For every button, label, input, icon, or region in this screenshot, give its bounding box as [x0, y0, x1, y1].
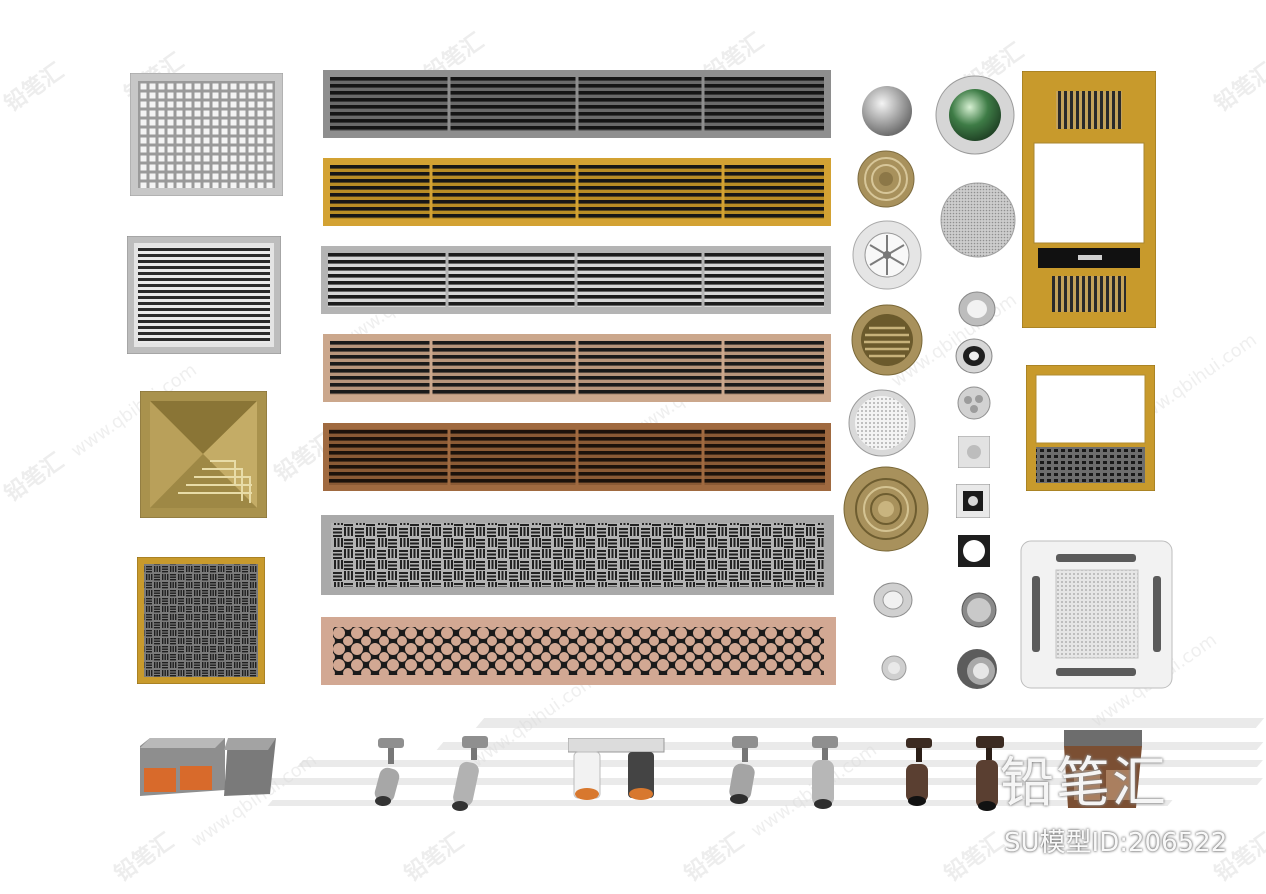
eggcrate-grille-silver: [130, 73, 283, 196]
double-grille-spotlight-orange: [140, 738, 276, 796]
round-dome-diffuser-silver: [862, 86, 912, 136]
square-downlight-white: [958, 436, 990, 468]
watermark-text: 铅笔汇: [0, 448, 69, 508]
round-tiny-vent: [881, 655, 907, 681]
round-mesh-diffuser-silver: [940, 182, 1016, 258]
round-downlight-dark: [961, 592, 997, 628]
square-downlight-black: [956, 484, 990, 518]
downlight-black-trim: [955, 338, 993, 374]
watermark-text: 铅笔汇: [110, 828, 179, 888]
bath-heater-panel-gold: [1022, 71, 1156, 328]
linear-slot-grille-gold: [323, 158, 831, 226]
linear-slot-grille-dark-gray: [323, 70, 831, 138]
linear-slot-grille-brown: [323, 423, 831, 491]
square-downlight-black-frame: [958, 535, 990, 567]
grille-spotlight-brown: [1064, 730, 1142, 808]
model-id-label: SU模型ID:206522: [1004, 828, 1228, 858]
brand-logo-text: 铅笔汇: [1000, 751, 1168, 814]
square-ceiling-diffuser-bronze: [140, 391, 267, 518]
triple-spot-downlight: [957, 386, 991, 420]
track-spotlight-silver-long: [452, 736, 488, 811]
round-glass-diffuser-green: [935, 75, 1015, 155]
track-spotlight-silver: [374, 738, 404, 806]
watermark-text: 铅笔汇: [680, 828, 749, 888]
watermark-text: 铅笔汇: [0, 58, 69, 118]
track-spotlight-brown-short: [906, 738, 932, 806]
basketweave-grille-gold: [137, 557, 265, 684]
watermark-text: 铅笔汇: [940, 828, 1009, 888]
cylinder-downlight-dark: [957, 649, 997, 689]
bath-heater-light-panel-gold: [1026, 365, 1155, 491]
round-ring-diffuser-bronze: [857, 150, 915, 208]
linear-slot-grille-silver: [321, 246, 831, 314]
downlight-ring-silver: [958, 291, 996, 327]
linear-grille-silver: [127, 236, 281, 354]
round-louver-diffuser-bronze: [851, 304, 923, 376]
round-small-diffuser-silver: [873, 582, 913, 618]
swirl-diffuser-white: [852, 220, 922, 290]
round-ring-diffuser-bronze-large: [843, 466, 929, 552]
linear-slot-grille-rose: [323, 334, 831, 402]
watermark-text: 铅笔汇: [400, 828, 469, 888]
track-spotlight-silver-short: [729, 736, 758, 804]
watermark-text: 铅笔汇: [1210, 58, 1266, 118]
ceiling-cassette-ac-unit: [1020, 540, 1173, 689]
track-spotlight-brown-long: [976, 736, 1004, 811]
round-perforated-diffuser-white: [848, 389, 916, 457]
decorative-lattice-grille-rose: [321, 617, 836, 685]
basketweave-linear-grille-gray: [321, 515, 834, 595]
track-spotlight-gray-cylinder: [812, 736, 838, 809]
twin-track-spotlight: [568, 738, 665, 800]
